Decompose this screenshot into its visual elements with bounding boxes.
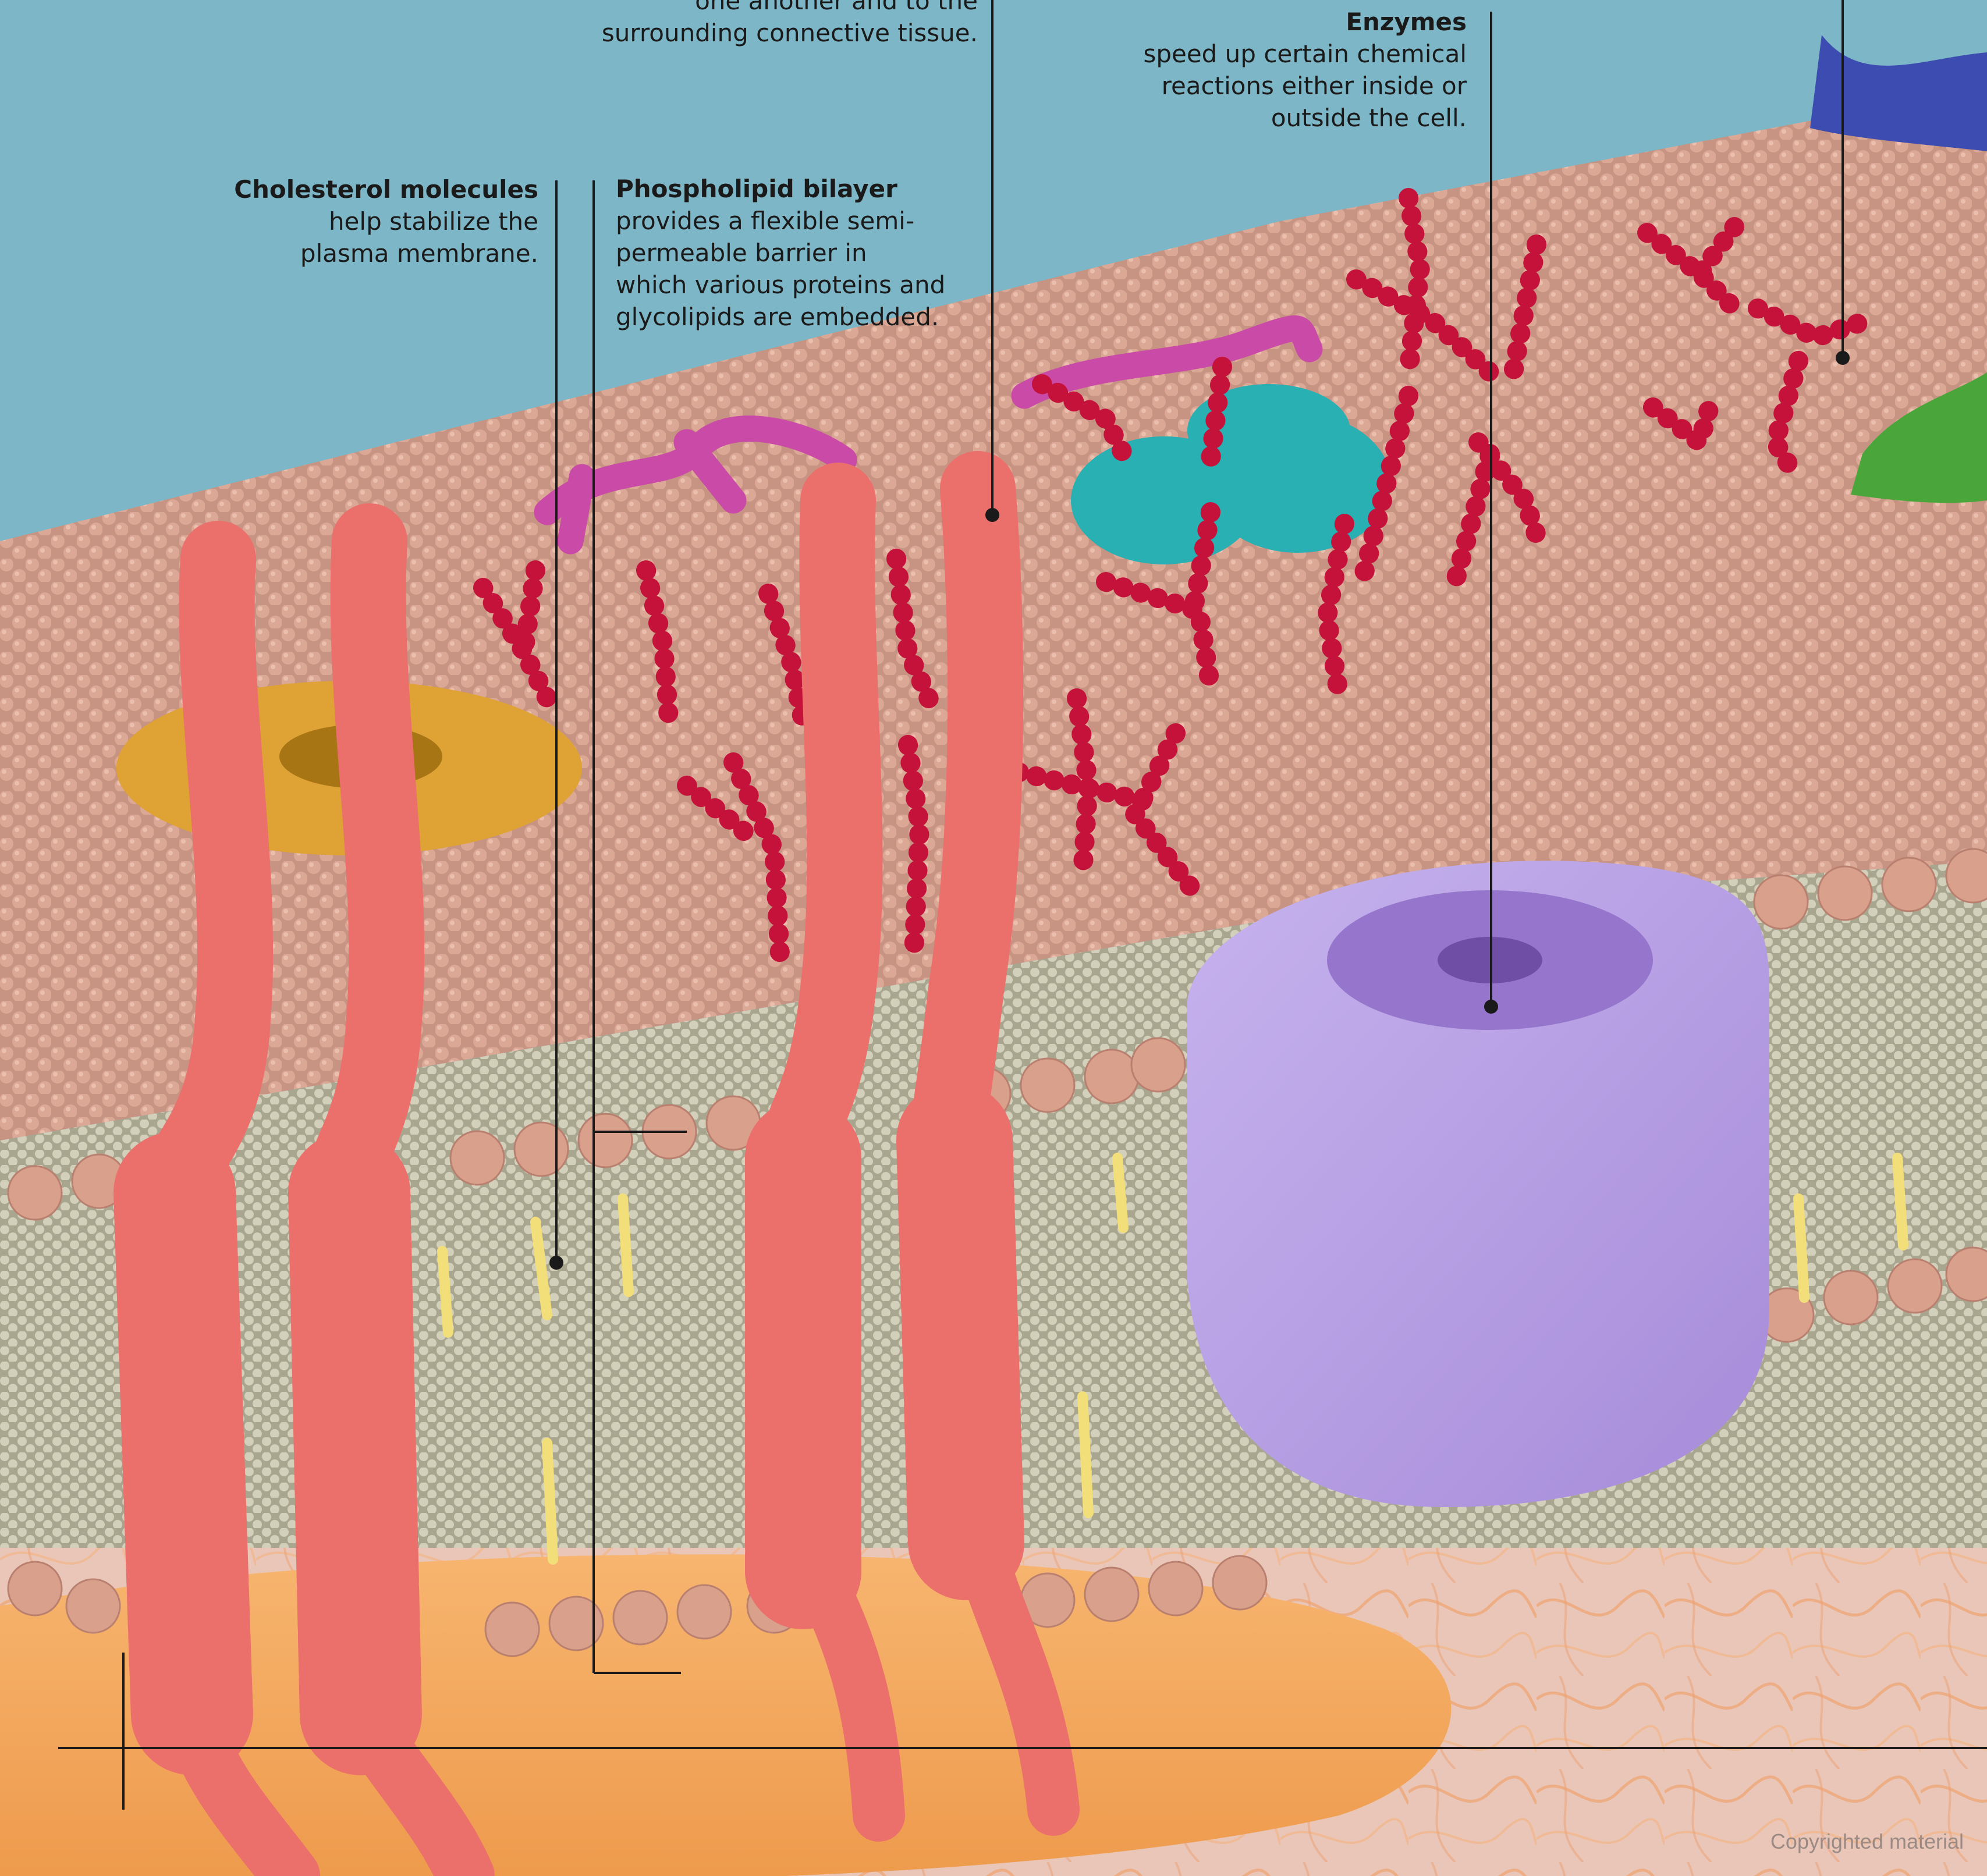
label-cholesterol-text: help stabilize the plasma membrane. (186, 205, 538, 269)
label-enzymes: Enzymes speed up certain chemical reacti… (1071, 6, 1467, 134)
channel-protein (1187, 861, 1769, 1507)
label-cholesterol-title: Cholesterol molecules (186, 173, 538, 205)
label-enzymes-text: speed up certain chemical reactions eith… (1071, 38, 1467, 134)
label-junction-text: one another and to the surrounding conne… (501, 0, 978, 49)
label-cholesterol: Cholesterol molecules help stabilize the… (186, 173, 538, 269)
copyright-notice: Copyrighted material (1770, 1829, 1964, 1854)
label-bilayer: Phospholipid bilayer provides a flexible… (616, 173, 1023, 333)
label-junction: one another and to the surrounding conne… (501, 0, 978, 49)
label-bilayer-text: provides a flexible semi- permeable barr… (616, 205, 1023, 333)
label-bilayer-title: Phospholipid bilayer (616, 173, 1023, 205)
label-enzymes-title: Enzymes (1071, 6, 1467, 38)
